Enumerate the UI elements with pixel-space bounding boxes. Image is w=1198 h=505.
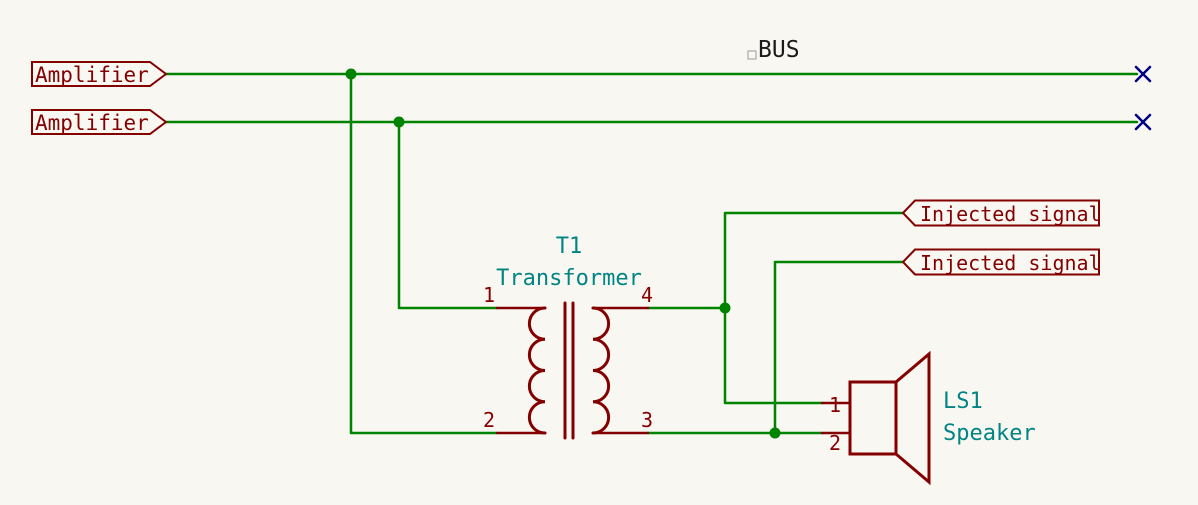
hier-label-text: Injected signal [920, 251, 1101, 275]
no-connect-top[interactable] [1134, 65, 1152, 83]
label-anchor-icon [747, 50, 757, 60]
speaker-body [848, 380, 898, 456]
hier-label-outline [31, 61, 168, 87]
transformer-right-coil [591, 306, 611, 435]
hier-label-text: Amplifier [35, 63, 149, 87]
hier-label-text: Amplifier [35, 111, 149, 135]
wire-injected-bottom-down[interactable] [773, 260, 905, 435]
bus-label[interactable]: BUS [747, 37, 800, 63]
hier-label-outline [901, 199, 1100, 227]
speaker-symbol[interactable]: 1 2 LS1 Speaker [820, 350, 1036, 486]
transformer-pin-number-3: 3 [641, 408, 653, 432]
no-connect-x-icon [1134, 65, 1152, 83]
hier-label-text: Injected signal [920, 202, 1101, 226]
hier-label-amplifier-top[interactable]: Amplifier [31, 61, 168, 87]
speaker-value: Speaker [943, 421, 1036, 446]
junction-dot[interactable] [345, 68, 357, 80]
transformer-pin-number-4: 4 [641, 283, 653, 307]
junction-dot[interactable] [769, 427, 781, 439]
speaker-horn [894, 350, 931, 486]
junction-dot[interactable] [719, 302, 731, 314]
transformer-pin-number-1: 1 [483, 283, 495, 307]
speaker-pin-number-1: 1 [829, 393, 841, 417]
transformer-value: Transformer [496, 266, 642, 291]
wire-amp-top-to-xfmr-pin2[interactable] [349, 72, 499, 435]
no-connect-x-icon [1134, 113, 1152, 131]
no-connect-bottom[interactable] [1134, 113, 1152, 131]
transformer-left-coil [527, 306, 547, 435]
junction-dot[interactable] [393, 116, 405, 128]
transformer-pin-number-2: 2 [483, 408, 495, 432]
junctions [345, 68, 781, 439]
speaker-reference: LS1 [943, 389, 983, 414]
hier-label-amplifier-bottom[interactable]: Amplifier [31, 109, 168, 135]
speaker-pin-number-2: 2 [829, 431, 841, 455]
transformer-reference: T1 [556, 234, 583, 259]
hier-label-injected-bottom[interactable]: Injected signal [901, 248, 1101, 276]
hier-label-outline [31, 109, 168, 135]
hier-label-injected-top[interactable]: Injected signal [901, 199, 1101, 227]
hier-label-outline [901, 248, 1100, 276]
wire-amp-bottom-to-xfmr-pin1[interactable] [397, 120, 499, 310]
bus-label-text: BUS [758, 37, 800, 63]
transformer-symbol[interactable]: T1 Transformer 1 2 3 4 [483, 234, 653, 440]
wire-injected-top-to-speaker-pin1[interactable] [723, 211, 905, 405]
